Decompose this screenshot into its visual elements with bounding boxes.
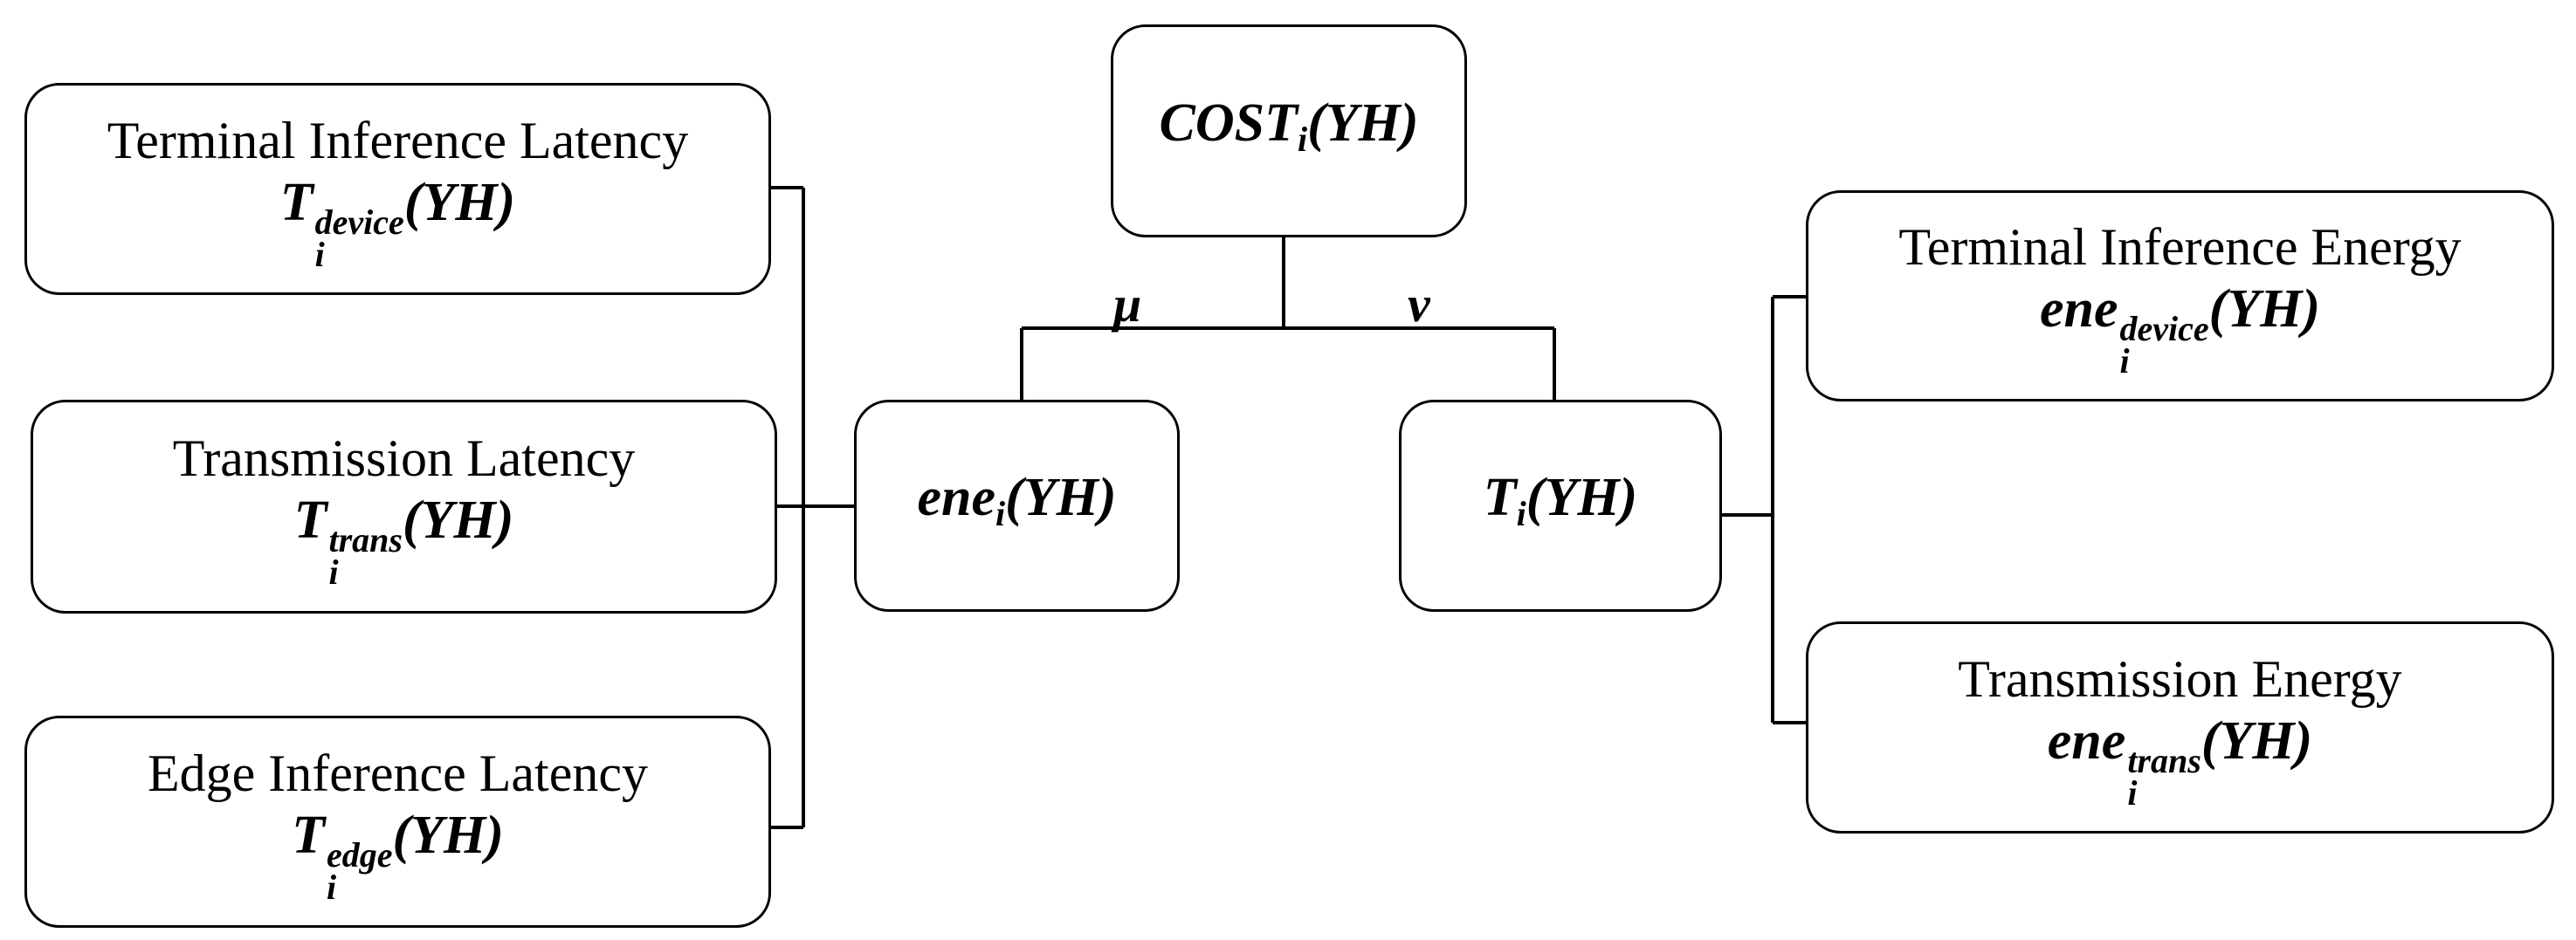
energy-total-box: enei(YH) <box>854 400 1180 612</box>
edge-latency-label: Edge Inference Latency <box>148 744 648 802</box>
terminal-latency-label: Terminal Inference Latency <box>107 111 689 169</box>
weight-mu-label: μ <box>1113 276 1142 333</box>
terminal-energy-label: Terminal Inference Energy <box>1898 218 2462 276</box>
transmission-energy-label: Transmission Energy <box>1958 649 2402 708</box>
latency-total-formula: Ti(YH) <box>1483 468 1638 533</box>
transmission-latency-label: Transmission Latency <box>172 429 636 487</box>
latency-total-box: Ti(YH) <box>1399 400 1722 612</box>
energy-total-formula: enei(YH) <box>917 468 1117 533</box>
cost-formula: COSTi(YH) <box>1159 93 1419 159</box>
cost-root-box: COSTi(YH) <box>1111 24 1467 237</box>
weight-nu-label: ν <box>1408 276 1430 333</box>
